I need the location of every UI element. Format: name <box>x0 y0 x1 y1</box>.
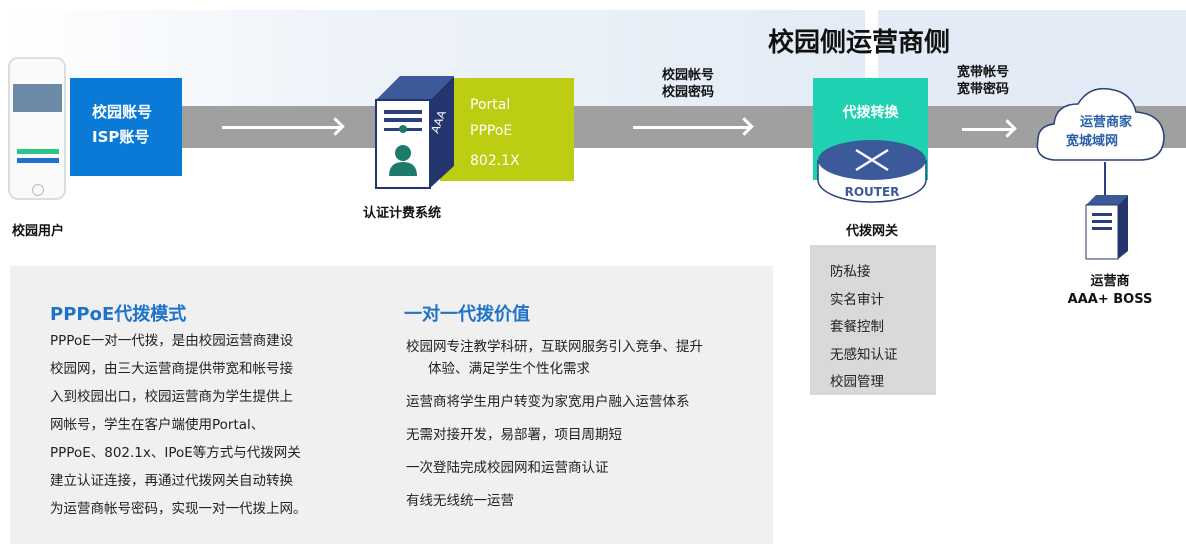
campus-user-label: 校园用户 <box>12 224 65 239</box>
feature-item: 校园管理 <box>830 374 884 390</box>
link-line <box>1104 162 1106 196</box>
cred-line: 校园帐号 <box>662 68 715 83</box>
feature-item: 无感知认证 <box>830 346 898 363</box>
arrow-icon <box>222 126 340 129</box>
operator-line: 运营商 <box>1090 274 1130 289</box>
mode-line: 校园网，由三大运营商提供带宽和帐号接 <box>50 361 293 377</box>
value-item: 一次登陆完成校园网和运营商认证 <box>406 460 609 476</box>
aaa-server-icon: AAA <box>375 76 454 189</box>
operator-side-band <box>878 10 1186 106</box>
value-title: 一对一代拨价值 <box>404 304 530 325</box>
mode-line: PPPoE一对一代拨，是由校园运营商建设 <box>50 333 294 349</box>
operator-line: AAA+ BOSS <box>1067 292 1153 307</box>
operator-label: 运营商 AAA+ BOSS <box>1060 273 1160 309</box>
method-item: 802.1X <box>470 153 520 169</box>
cred-line: 宽带帐号 <box>957 65 1010 80</box>
account-line: ISP账号 <box>92 128 150 146</box>
mode-title: PPPoE代拨模式 <box>50 304 187 325</box>
operator-server-icon <box>1085 195 1128 260</box>
method-item: PPPoE <box>470 123 513 139</box>
mode-line: 网帐号，学生在客户端使用Portal、 <box>50 417 265 433</box>
auth-methods-box: Portal PPPoE 802.1X <box>440 78 574 181</box>
cloud-line: 运营商家 <box>1080 115 1133 130</box>
feature-item: 防私接 <box>830 264 871 280</box>
campus-credentials: 校园帐号 校园密码 <box>662 67 714 101</box>
mode-line: 建立认证连接，再通过代拨网关自动转换 <box>50 473 293 489</box>
gateway-features: 防私接 实名审计 套餐控制 无感知认证 校园管理 <box>810 245 936 395</box>
phone-icon <box>8 57 66 200</box>
value-item: 校园网专注教学科研，互联网服务引入竞争、提升 <box>406 339 703 355</box>
broadband-credentials: 宽带帐号 宽带密码 <box>957 64 1009 98</box>
cred-line: 校园密码 <box>662 85 715 100</box>
cloud-line: 宽城域网 <box>1066 134 1119 149</box>
value-item: 体验、满足学生个性化需求 <box>428 361 590 377</box>
cloud-label: 运营商家 宽城域网 <box>1066 113 1132 151</box>
account-box: 校园账号 ISP账号 <box>70 78 182 176</box>
arrow-icon <box>633 126 749 129</box>
auth-system-label: 认证计费系统 <box>363 206 442 221</box>
feature-item: 套餐控制 <box>830 319 884 335</box>
feature-item: 实名审计 <box>830 291 884 308</box>
router-text: ROUTER <box>845 185 900 199</box>
gateway-box-label: 代拨转换 <box>842 105 899 121</box>
gateway-label: 代拨网关 <box>846 224 899 239</box>
value-item: 无需对接开发，易部署，项目周期短 <box>406 427 622 443</box>
arrow-icon <box>962 128 1012 131</box>
info-panel <box>10 266 773 544</box>
mode-line: 入到校园出口，校园运营商为学生提供上 <box>50 389 293 405</box>
page-title: 校园侧运营商侧 <box>768 28 951 58</box>
account-line: 校园账号 <box>92 103 153 121</box>
value-item: 有线无线统一运营 <box>406 493 514 509</box>
mode-text: PPPoE一对一代拨，是由校园运营商建设 校园网，由三大运营商提供带宽和帐号接 … <box>50 327 307 523</box>
cloud-icon <box>1036 87 1165 161</box>
value-item: 运营商将学生用户转变为家宽用户融入运营体系 <box>406 394 690 410</box>
mode-line: PPPoE、802.1x、IPoE等方式与代拨网关 <box>50 445 301 461</box>
method-item: Portal <box>470 97 511 113</box>
cred-line: 宽带密码 <box>957 82 1010 97</box>
mode-line: 为运营商帐号密码，实现一对一代拨上网。 <box>50 501 307 517</box>
router-icon: ROUTER <box>817 140 927 203</box>
